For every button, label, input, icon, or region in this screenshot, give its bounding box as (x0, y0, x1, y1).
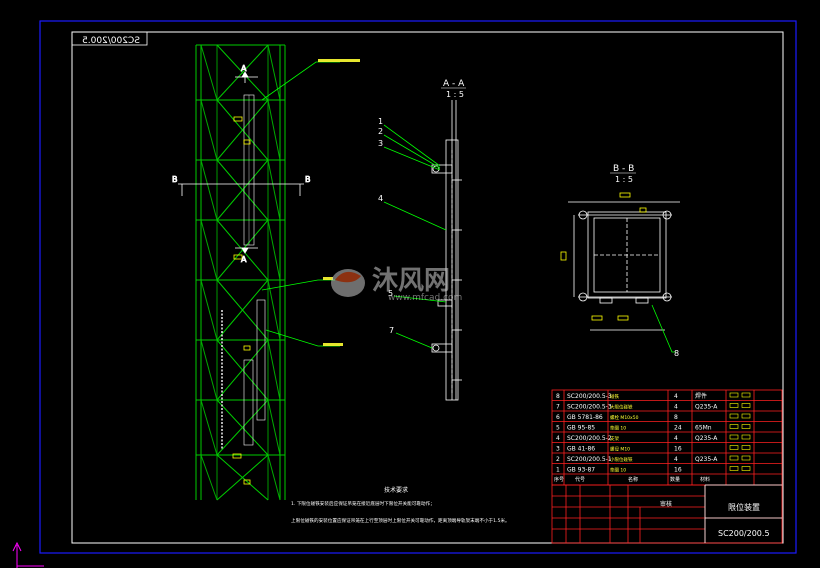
bom-weight-box (729, 445, 739, 450)
cut-marker-b: B B (172, 175, 311, 196)
bom-cell-name: 大限位碰铁 (610, 404, 633, 411)
bom-weight-box (741, 466, 751, 471)
bom-weight-box (741, 434, 751, 440)
bom-cell-name: 螺栓 M10x50 (610, 414, 639, 421)
bom-weight-box (729, 392, 739, 398)
bom-cell-material: Q235-A (695, 404, 718, 411)
bom-cell-code: SC200/200.5-1 (567, 456, 612, 463)
bom-weight-box (741, 413, 751, 419)
watermark-brand: 沐风网 (372, 266, 450, 296)
section-aa-title: A - A (443, 79, 465, 89)
bom-weight-box (729, 424, 739, 429)
bom-cell-code: SC200/200.5-3 (567, 393, 612, 400)
bom-cell-code: GB 93-87 (567, 467, 595, 474)
bom-cell-name: 支架 (610, 435, 619, 442)
watermark-logo-icon (331, 269, 365, 297)
bom-cell-qty: 4 (674, 435, 678, 442)
bom-cell-qty: 16 (674, 467, 682, 474)
bom-cell-name: 垫圈 10 (610, 425, 626, 432)
bom-cell-qty: 4 (674, 404, 678, 411)
callout-aa-7: 7 (389, 326, 394, 335)
bom-cell-code: SC200/200.5-3 (567, 404, 612, 411)
bom-cell-code: GB 5781-86 (567, 414, 603, 421)
tech-notes: 技术要求 1. 下限位碰铁安装后应保证吊笼在接近底层时下限位开关能可靠动作； 上… (291, 486, 510, 524)
bom-cell-no: 6 (556, 414, 560, 421)
section-bb: B - B 1 : 5 8 (560, 164, 680, 358)
note-1: 1. 下限位碰铁安装后应保证吊笼在接近底层时下限位开关能可靠动作； (291, 500, 435, 507)
watermark: 沐风网 www.mfcad.com (331, 266, 462, 303)
bom-header-material: 材料 (700, 476, 710, 483)
code-stamp-text: SC200/200.5 (82, 36, 140, 46)
bom-header-name: 名称 (628, 476, 638, 483)
bom-cell-material: 65Mn (695, 425, 712, 432)
bom-cell-name: 小限位碰铁 (610, 456, 633, 463)
title-block-drawing-no: SC200/200.5 (718, 529, 770, 538)
bom-weight-box (729, 434, 739, 440)
bom-header-code: 代号 (575, 476, 585, 483)
bom-cell-qty: 4 (674, 393, 678, 400)
section-aa: A - A 1 : 5 (378, 79, 466, 401)
bom-weight-box (729, 466, 739, 471)
cut-label-a-top: A (241, 64, 247, 73)
code-stamp: SC200/200.5 (71, 31, 148, 46)
cut-label-b-right: B (305, 175, 311, 184)
ucs-icon (12, 541, 44, 568)
bom-header-qty: 数量 (670, 476, 680, 483)
bom-weight-box (741, 455, 751, 461)
bom-cell-material: Q235-A (695, 435, 718, 442)
title-block: 审核 限位装置 SC200/200.5 (551, 484, 783, 544)
bom-weight-box (729, 455, 739, 461)
callout-aa-4: 4 (378, 194, 383, 203)
cut-label-b-left: B (172, 175, 178, 184)
bom-cell-qty: 8 (674, 414, 678, 421)
bom-header-no: 序号 (554, 476, 564, 483)
bom-cell-no: 8 (556, 393, 560, 400)
callout-aa-1: 1 (378, 117, 383, 126)
bom-weight-box (729, 413, 739, 419)
bom-cell-no: 7 (556, 404, 560, 411)
mast-leader-labels (318, 59, 360, 346)
bom-weight-box (741, 445, 751, 450)
callout-aa-5: 5 (388, 289, 393, 298)
bom-cell-qty: 4 (674, 456, 678, 463)
callout-aa-2: 2 (378, 127, 383, 136)
cut-marker-a: A A (235, 64, 258, 264)
mast-leaders (261, 61, 340, 347)
bom-cell-code: GB 95-85 (567, 425, 595, 432)
notes-title: 技术要求 (384, 486, 408, 494)
bom-cell-qty: 24 (674, 425, 682, 432)
inner-frame (71, 31, 784, 544)
bom-cell-name: 螺母 M10 (610, 446, 630, 453)
cut-label-a-bottom: A (241, 255, 247, 264)
bom-weight-box (741, 392, 751, 398)
bom-weight-box (741, 403, 751, 408)
title-block-center: 审核 (660, 500, 672, 508)
bom-cell-no: 5 (556, 425, 560, 432)
bom-cell-name: 垫圈 10 (610, 467, 626, 474)
bom-cell-name: 碰铁 (610, 393, 619, 400)
bom-cell-no: 3 (556, 446, 560, 453)
bom-cell-no: 2 (556, 456, 560, 463)
callout-bb-8: 8 (674, 349, 679, 358)
section-aa-scale: 1 : 5 (446, 90, 464, 99)
bom-cell-no: 4 (556, 435, 560, 442)
section-bb-title: B - B (613, 164, 634, 174)
callout-aa-3: 3 (378, 139, 383, 148)
bom-cell-material: Q235-A (695, 456, 718, 463)
outer-frame (39, 20, 797, 554)
title-block-title: 限位装置 (728, 502, 760, 512)
bom-cell-code: SC200/200.5-2 (567, 435, 612, 442)
note-2: 上限位碰铁的安装位置应保证吊笼在上行至顶层时上限位开关可靠动作，距离顶端导轨架末… (291, 517, 510, 524)
bom-cell-material: 焊件 (695, 392, 707, 400)
bom-cell-no: 1 (556, 467, 560, 474)
watermark-url: www.mfcad.com (388, 293, 462, 303)
mast-elevation (195, 44, 286, 501)
bom-weight-box (741, 424, 751, 429)
bom-weight-box (729, 403, 739, 408)
section-bb-scale: 1 : 5 (615, 175, 633, 184)
bom-cell-qty: 16 (674, 446, 682, 453)
bom-cell-code: GB 41-86 (567, 446, 595, 453)
